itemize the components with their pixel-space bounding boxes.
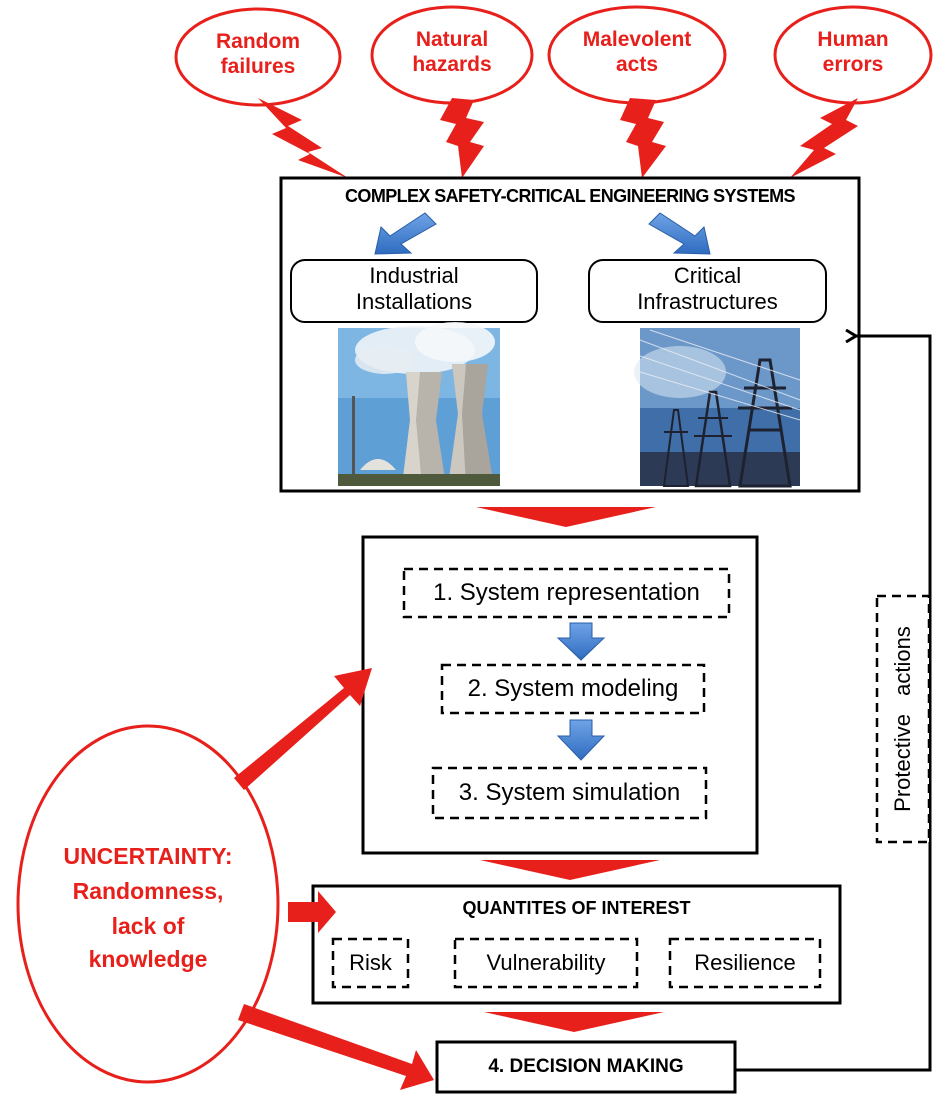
- step-box-representation: [402, 567, 731, 619]
- lightning-bolt-icon-1: [258, 98, 348, 178]
- threat-ellipse-random-failures: [174, 7, 342, 107]
- step-label-representation: 1. System representation: [433, 579, 700, 606]
- uncertainty-ellipse: [16, 724, 280, 1084]
- systems-box-title: COMPLEX SAFETY-CRITICAL ENGINEERING SYST…: [345, 186, 796, 206]
- step-box-modeling: [440, 663, 706, 715]
- industrial-installations-box: [290, 259, 538, 323]
- blue-down-arrow-icon-2: [556, 719, 606, 761]
- quantities-title: QUANTITES OF INTEREST: [462, 898, 691, 918]
- vulnerability-box: [453, 937, 639, 989]
- decision-label: 4. DECISION MAKING: [488, 1056, 684, 1077]
- threat-label-human-errors: Human errors: [817, 28, 889, 77]
- uncertainty-line-3: lack of: [111, 913, 185, 939]
- power-pylons-image: [634, 328, 801, 488]
- cooling-towers-image: [338, 322, 500, 486]
- quantity-resilience: Resilience: [694, 950, 796, 975]
- resilience-box: [668, 937, 822, 989]
- lightning-bolt-icon-2: [440, 98, 484, 178]
- step-box-simulation: [431, 766, 708, 820]
- step-label-simulation: 3. System simulation: [458, 779, 681, 806]
- decision-box: [435, 1040, 737, 1094]
- critical-infrastructures-box: [588, 259, 827, 323]
- lightning-bolt-icon-4: [790, 98, 858, 178]
- blue-down-arrow-icon-1: [556, 622, 606, 661]
- threat-label-malevolent-acts: Malevolent acts: [582, 28, 692, 77]
- blue-arrow-icon-left: [374, 212, 437, 255]
- lightning-bolt-icon-3: [620, 98, 666, 178]
- blue-arrow-icon-right: [648, 212, 711, 255]
- red-arrow-to-process: [234, 668, 372, 790]
- red-down-arrow-1: [476, 507, 656, 527]
- uncertainty-line-2: Randomness,: [72, 878, 224, 904]
- red-arrow-to-decision: [238, 1004, 434, 1090]
- threat-label-random-failures: Random failures: [216, 30, 300, 79]
- industrial-installations-label: Industrial Installations: [355, 263, 473, 315]
- risk-box: [331, 937, 410, 989]
- quantity-vulnerability: Vulnerability: [486, 950, 606, 975]
- uncertainty-line-4: knowledge: [88, 946, 208, 972]
- threat-label-natural-hazards: Natural hazards: [412, 28, 492, 77]
- quantity-risk: Risk: [349, 950, 392, 975]
- red-arrow-to-quantities: [288, 891, 336, 933]
- protective-actions-label: Protective actions: [890, 626, 915, 812]
- critical-infrastructures-label: Critical Infrastructures: [637, 263, 778, 315]
- red-down-arrow-3: [484, 1012, 664, 1032]
- step-label-modeling: 2. System modeling: [467, 675, 679, 702]
- red-down-arrow-2: [480, 860, 660, 880]
- protective-actions-box: [875, 594, 931, 844]
- uncertainty-line-1: UNCERTAINTY:: [63, 843, 233, 869]
